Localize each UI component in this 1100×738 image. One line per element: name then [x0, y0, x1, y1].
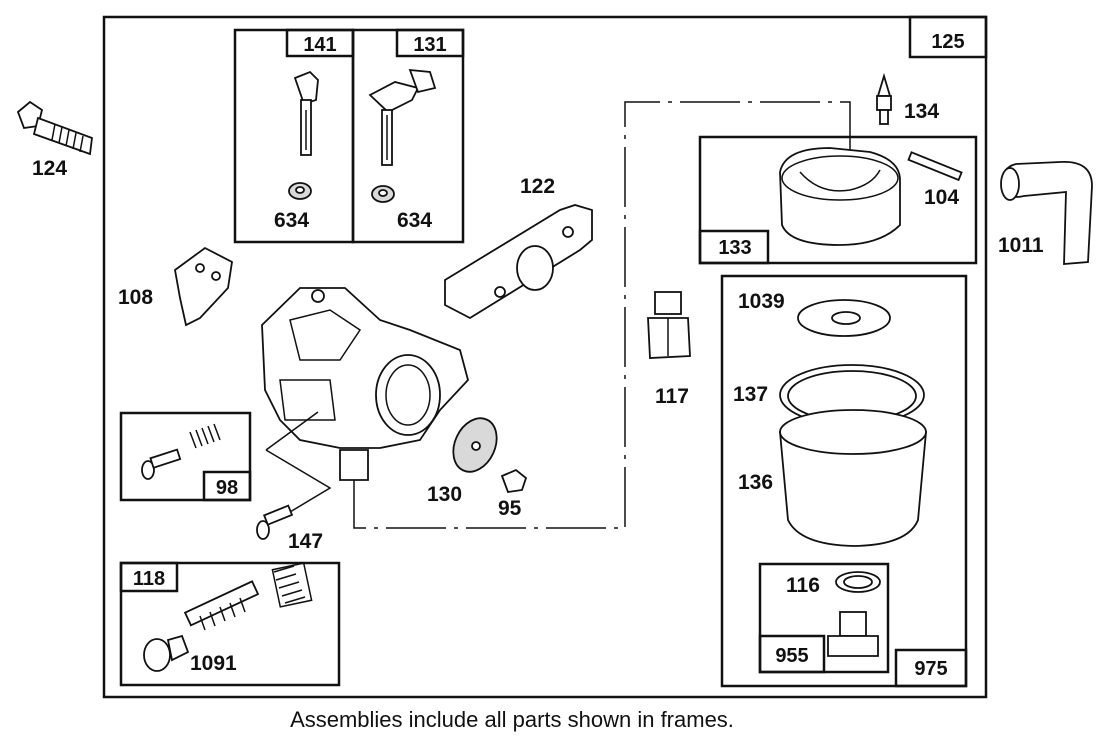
bolt-124-part	[16, 100, 93, 156]
main-frame-number: 125	[931, 31, 964, 53]
label-147: 147	[288, 530, 323, 553]
frame-955-number: 955	[775, 645, 808, 667]
label-104: 104	[924, 186, 959, 209]
frame-118-number-box	[119, 561, 179, 593]
leader-wire-147	[265, 411, 332, 513]
frame-975-number-box	[894, 648, 968, 688]
frame-133-number-box	[698, 229, 770, 265]
frame-955-number-box	[758, 634, 826, 674]
frame-118-number: 118	[133, 568, 165, 590]
frame-141-number: 141	[303, 34, 336, 56]
label-122: 122	[520, 175, 555, 198]
float-133-part	[779, 147, 901, 246]
frame-118	[119, 561, 341, 687]
screw-147-part	[256, 504, 294, 540]
frame-975-number: 975	[914, 658, 947, 680]
spring-118-part	[271, 562, 313, 608]
seal-634-b	[371, 185, 395, 203]
label-117: 117	[655, 385, 689, 408]
pin-104-part	[907, 151, 963, 182]
throttle-shaft-part	[368, 68, 437, 166]
choke-shaft-part	[293, 70, 319, 156]
needle-134-part	[876, 72, 892, 125]
bowl-alignment-line	[353, 101, 851, 529]
frame-98-number: 98	[216, 477, 238, 499]
label-1011: 1011	[998, 234, 1044, 257]
label-1091: 1091	[190, 652, 237, 675]
label-136: 136	[738, 471, 773, 494]
needle-1091-part	[143, 580, 260, 672]
label-130: 130	[427, 483, 462, 506]
label-634-b: 634	[397, 209, 432, 232]
ring-137-part	[779, 364, 925, 426]
washer-116-part	[835, 571, 881, 593]
frame-975	[720, 274, 968, 688]
plate-108-part	[174, 246, 233, 327]
footnote-caption: Assemblies include all parts shown in fr…	[290, 707, 734, 732]
label-95: 95	[498, 497, 522, 520]
frame-98-number-box	[202, 470, 252, 502]
label-634-a: 634	[274, 209, 309, 232]
carburetor-body-part	[261, 287, 469, 481]
bowl-136-part	[779, 409, 927, 547]
main-assembly-frame	[102, 15, 988, 699]
screw-95-part	[500, 468, 528, 493]
label-137: 137	[733, 383, 768, 406]
disc-130-part	[452, 417, 498, 473]
frame-131-number: 131	[413, 34, 446, 56]
label-124: 124	[32, 157, 67, 180]
frame-131-number-box	[395, 28, 465, 58]
label-134: 134	[904, 100, 939, 123]
main-frame-number-box	[908, 15, 988, 59]
fitting-117-part	[647, 291, 691, 359]
gasket-1039-part	[797, 299, 891, 337]
hose-1011-part	[1000, 161, 1093, 265]
idle-screw-98-part	[141, 423, 221, 480]
bowl-screw-955-part	[827, 611, 879, 657]
label-116: 116	[786, 574, 820, 597]
label-108: 108	[118, 286, 153, 309]
label-1039: 1039	[738, 290, 785, 313]
frame-98	[119, 411, 252, 502]
seal-634-a	[288, 182, 312, 200]
frame-133	[698, 135, 978, 265]
gasket-122-part	[444, 204, 593, 320]
frame-133-number: 133	[718, 237, 751, 259]
